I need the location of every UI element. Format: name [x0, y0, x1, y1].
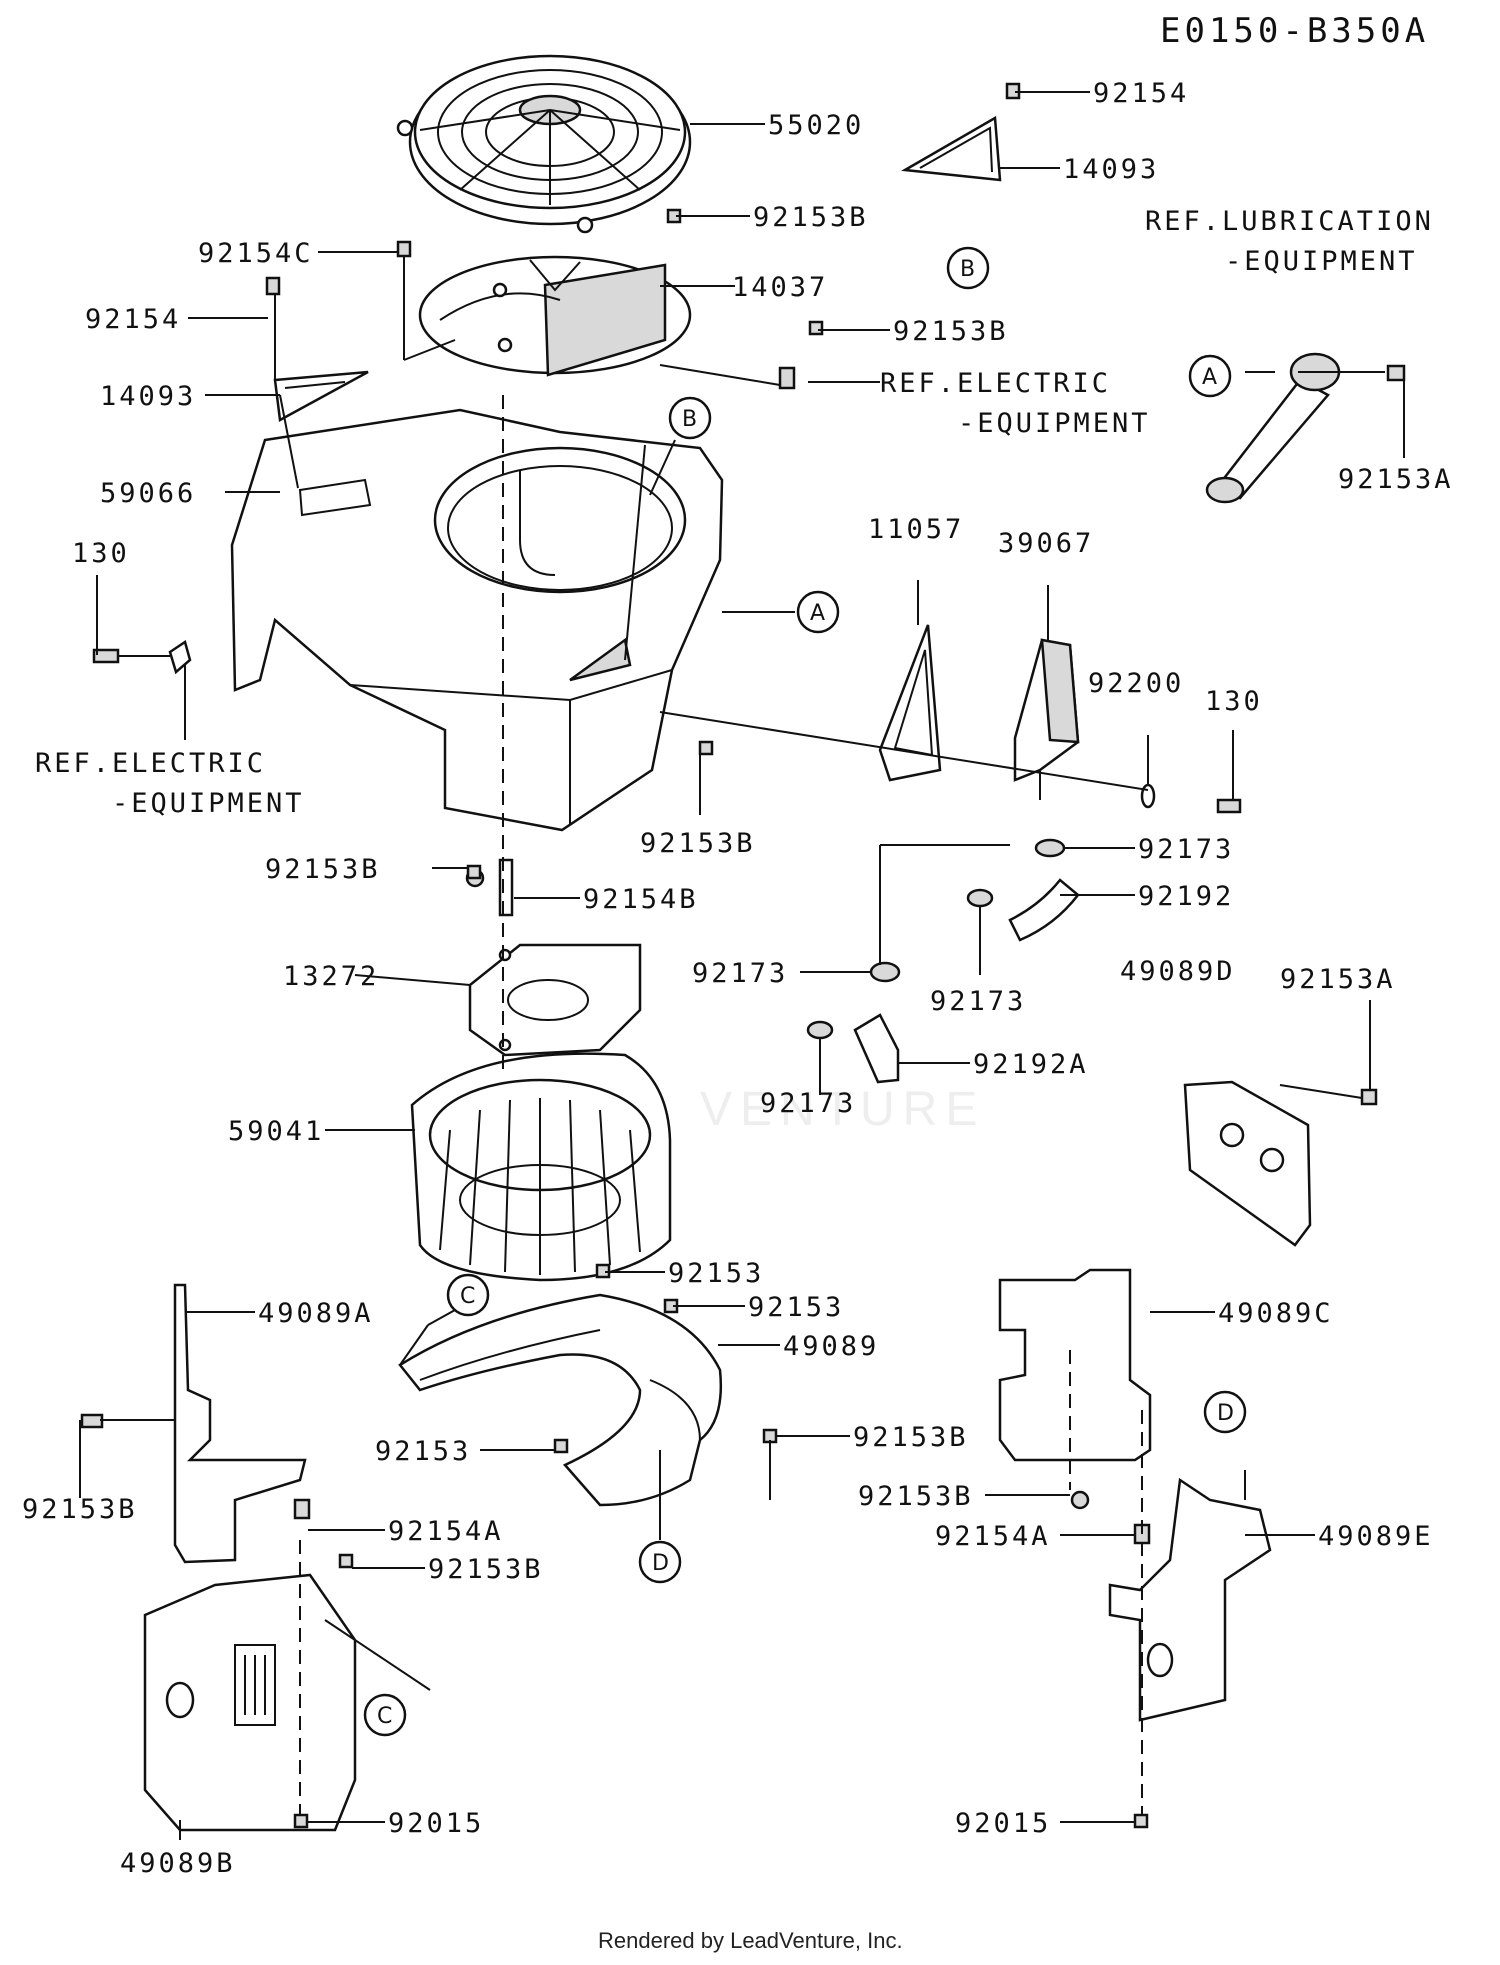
marker-B-top-label: B — [960, 257, 975, 282]
callout-49089: 49089 — [783, 1331, 879, 1362]
callout-92153B-rc: 92153B — [858, 1481, 974, 1512]
part-39067-cooler-drawing — [1013, 638, 1080, 800]
ref-lubrication-line1: REF.LUBRICATION — [1145, 206, 1434, 237]
callout-92015-right: 92015 — [955, 1808, 1051, 1839]
marker-C-cover-label: C — [377, 1704, 392, 1729]
callout-55020: 55020 — [768, 110, 864, 141]
callout-92154A-left: 92154A — [388, 1516, 504, 1547]
callout-92153B-mid: 92153B — [640, 828, 756, 859]
callout-92015-left: 92015 — [388, 1808, 484, 1839]
callout-92173-a: 92173 — [1138, 834, 1234, 865]
part-49089B-cover-drawing — [143, 1573, 357, 1832]
marker-A-right-label: A — [1202, 365, 1217, 390]
part-14093-left-drawing — [265, 276, 369, 422]
marker-D-panel-label: D — [1217, 1401, 1234, 1426]
part-49089-baffle-drawing — [398, 1293, 722, 1507]
callout-92153-c: 92153 — [375, 1436, 471, 1467]
part-14093-top-drawing — [901, 82, 1021, 182]
callout-92153-b: 92153 — [748, 1292, 844, 1323]
callout-92192A: 92192A — [973, 1049, 1089, 1080]
marker-A-right: A — [1188, 354, 1232, 398]
part-hose-clamps-drawing — [806, 838, 1080, 1084]
leader-lines — [79, 91, 1405, 1840]
footer-credit: Rendered by LeadVenture, Inc. — [598, 1928, 903, 1953]
callout-92153B-fan: 92153B — [753, 202, 869, 233]
callout-14037: 14037 — [732, 272, 828, 303]
callout-92153-a: 92153 — [668, 1258, 764, 1289]
callout-92154-left: 92154 — [85, 304, 181, 335]
callout-59066: 59066 — [100, 478, 196, 509]
ref-electric-top-line1: REF.ELECTRIC — [880, 368, 1111, 399]
marker-C-baffle-label: C — [460, 1284, 475, 1309]
part-49089A-shield-drawing — [80, 1283, 307, 1564]
callout-49089C: 49089C — [1218, 1298, 1334, 1329]
callout-92192: 92192 — [1138, 881, 1234, 912]
callout-130-left: 130 — [72, 538, 130, 569]
marker-B-housing: B — [668, 396, 712, 440]
part-11057-gasket-drawing — [878, 624, 942, 782]
marker-A-housing: A — [796, 590, 840, 634]
callout-92173-d: 92173 — [760, 1088, 856, 1119]
marker-D-baffle: D — [638, 1540, 682, 1584]
part-13272-plate-drawing — [468, 943, 642, 1057]
callout-11057: 11057 — [868, 514, 964, 545]
marker-C-cover: C — [363, 1693, 407, 1737]
callout-92154-top: 92154 — [1093, 78, 1189, 109]
callout-59041: 59041 — [228, 1116, 324, 1147]
callout-92154C: 92154C — [198, 238, 314, 269]
callout-49089A: 49089A — [258, 1298, 374, 1329]
callout-13272: 13272 — [283, 961, 379, 992]
ref-electric-top-line2: -EQUIPMENT — [958, 408, 1151, 439]
callout-92200: 92200 — [1088, 668, 1184, 699]
marker-D-baffle-label: D — [652, 1551, 669, 1576]
part-49089E-panel-drawing — [1108, 1477, 1272, 1722]
marker-A-housing-label: A — [810, 601, 825, 626]
part-92200-washer-drawing — [1140, 783, 1242, 814]
ref-electric-left-line2: -EQUIPMENT — [112, 788, 305, 819]
callout-49089D: 49089D — [1120, 956, 1236, 987]
part-59066-housing-drawing — [230, 408, 724, 832]
callout-39067: 39067 — [998, 528, 1094, 559]
part-small-bolts-drawing — [293, 208, 1151, 1829]
callout-92173-b: 92173 — [692, 958, 788, 989]
callout-92154B: 92154B — [583, 884, 699, 915]
part-14037-plate-drawing — [418, 255, 692, 377]
marker-B-housing-label: B — [682, 407, 697, 432]
marker-B-top: B — [946, 246, 990, 290]
callout-49089E: 49089E — [1318, 1521, 1434, 1552]
part-49089D-cover-drawing — [1183, 1080, 1378, 1247]
callout-49089B: 49089B — [120, 1848, 236, 1879]
callout-92153B-ll: 92153B — [22, 1494, 138, 1525]
marker-D-panel: D — [1203, 1390, 1247, 1434]
alignment-lines — [299, 395, 1143, 1815]
callout-92154A-right: 92154A — [935, 1521, 1051, 1552]
callout-92173-c: 92173 — [930, 986, 1026, 1017]
part-49089C-panel-drawing — [998, 1268, 1152, 1510]
callout-92153B-lr: 92153B — [853, 1422, 969, 1453]
callout-14093-left: 14093 — [100, 381, 196, 412]
ref-electric-left-line1: REF.ELECTRIC — [35, 748, 266, 779]
callout-92153A-right: 92153A — [1338, 464, 1454, 495]
marker-C-baffle: C — [446, 1273, 490, 1317]
part-55020-screen-drawing — [396, 54, 692, 234]
watermark-text: VENTURE — [700, 1083, 985, 1136]
diagram-code: E0150-B350A — [1160, 11, 1429, 51]
ref-lubrication-line2: -EQUIPMENT — [1225, 246, 1418, 277]
callout-130-right: 130 — [1205, 686, 1263, 717]
callout-92153B-left: 92153B — [265, 854, 381, 885]
part-59041-fan-drawing — [410, 1052, 672, 1282]
callout-14093-top: 14093 — [1063, 154, 1159, 185]
callout-92153B-elec: 92153B — [893, 316, 1009, 347]
callout-92153B-cov: 92153B — [428, 1554, 544, 1585]
callout-92153A-lower: 92153A — [1280, 964, 1396, 995]
